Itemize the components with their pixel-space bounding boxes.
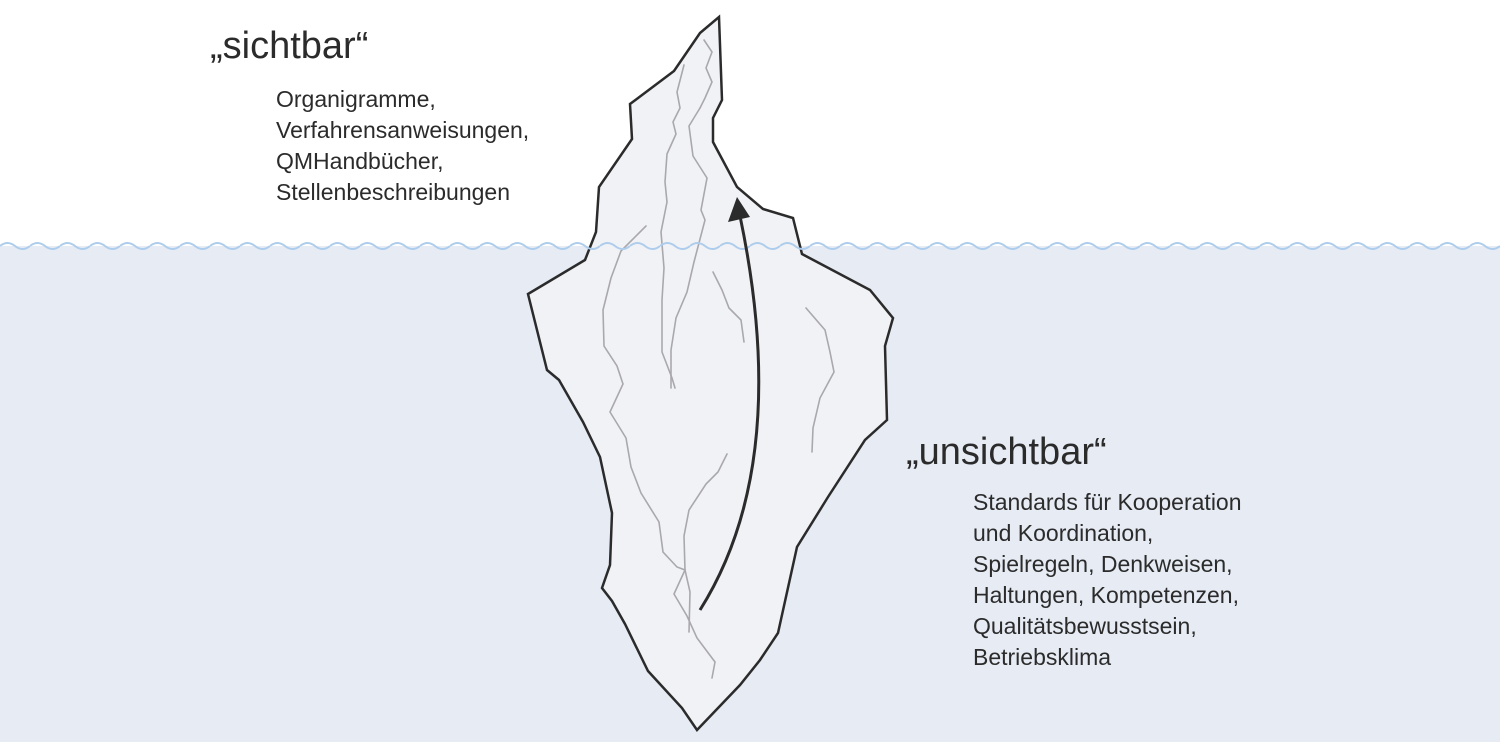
- crack-line: [602, 225, 691, 633]
- crack-line: [683, 453, 728, 571]
- arrow-head-icon: [728, 197, 750, 222]
- visible-item: Verfahrensanweisungen,: [276, 117, 530, 143]
- crack-line: [660, 64, 685, 389]
- invisible-item: und Koordination,: [973, 520, 1154, 546]
- visible-item: Organigramme,: [276, 86, 436, 112]
- visible-item: Stellenbeschreibungen: [276, 179, 511, 205]
- crack-line: [712, 271, 745, 343]
- invisible-item: Qualitätsbewusstsein,: [973, 613, 1197, 639]
- invisible-item: Betriebsklima: [973, 644, 1112, 670]
- invisible-items-list: Standards für Kooperation und Koordinati…: [973, 487, 1242, 673]
- crack-line: [670, 107, 708, 389]
- visible-items-list: Organigramme, Verfahrensanweisungen, QMH…: [276, 84, 529, 208]
- curved-arrow: [698, 215, 761, 611]
- visible-item: QMHandbücher,: [276, 148, 444, 174]
- invisible-heading: „unsichtbar“: [906, 431, 1107, 473]
- crack-line: [805, 307, 835, 453]
- invisible-item: Standards für Kooperation: [973, 489, 1242, 515]
- visible-heading: „sichtbar“: [210, 25, 369, 67]
- ice-cracks: [602, 39, 835, 679]
- invisible-item: Spielregeln, Denkweisen,: [973, 551, 1233, 577]
- invisible-item: Haltungen, Kompetenzen,: [973, 582, 1239, 608]
- crack-line: [673, 569, 716, 679]
- crack-line: [699, 39, 713, 109]
- waterline: [0, 238, 1500, 252]
